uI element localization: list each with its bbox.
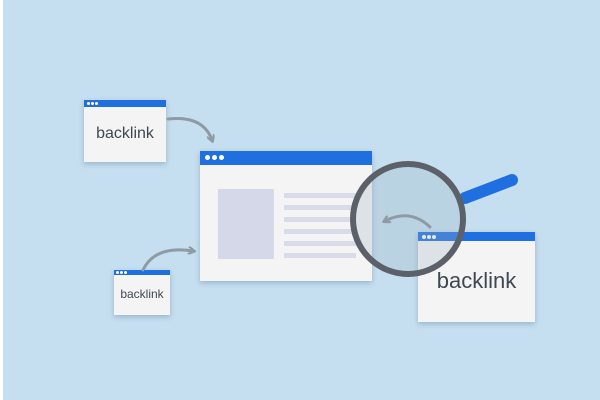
window-titlebar: [200, 151, 372, 165]
window-titlebar: [114, 270, 170, 275]
window-titlebar: [84, 100, 166, 107]
backlink-label: backlink: [120, 287, 164, 301]
magnifier-handle: [459, 174, 518, 204]
window-dot-icon: [422, 235, 426, 239]
main-webpage-window: [200, 151, 372, 281]
curved-arrow-icon: [141, 250, 193, 272]
text-line: [284, 241, 356, 246]
window-dot-icon: [91, 102, 94, 105]
backlink-label: backlink: [436, 268, 517, 293]
text-line: [284, 217, 356, 222]
window-titlebar: [418, 232, 535, 241]
window-dot-icon: [87, 102, 90, 105]
backlink-window-bottom-left: backlink: [114, 270, 170, 315]
window-dot-icon: [212, 155, 217, 160]
text-line: [284, 193, 356, 198]
window-dot-icon: [219, 155, 224, 160]
image-placeholder: [218, 189, 274, 259]
backlink-window-right: backlink: [418, 232, 535, 322]
text-line: [284, 253, 356, 258]
left-edge-strip: [0, 0, 3, 400]
curved-arrow-icon: [166, 116, 212, 140]
curved-arrow-icon: [385, 214, 432, 229]
window-dot-icon: [120, 271, 123, 274]
window-dot-icon: [427, 235, 431, 239]
backlink-label: backlink: [96, 125, 154, 142]
window-dot-icon: [124, 271, 127, 274]
window-dot-icon: [432, 235, 436, 239]
text-line: [284, 205, 356, 210]
window-dot-icon: [116, 271, 119, 274]
text-line: [284, 229, 356, 234]
window-dot-icon: [95, 102, 98, 105]
window-dot-icon: [205, 155, 210, 160]
backlink-window-top-left: backlink: [84, 100, 166, 162]
